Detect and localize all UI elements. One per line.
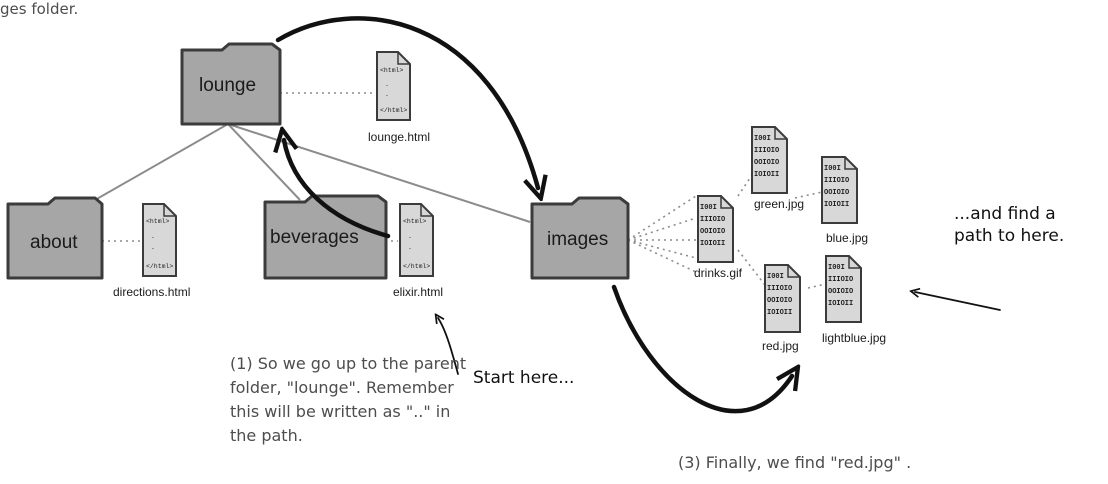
folder-label-beverages: beverages <box>270 227 359 248</box>
annotation-find-path: ...and find a path to here. <box>954 204 1065 246</box>
binary-row: IIIOIO <box>824 177 849 185</box>
pointer-arrows <box>438 292 1001 375</box>
arrow-to-lightblue <box>915 292 1001 311</box>
binary-row: OOIOIO <box>824 189 849 197</box>
binary-row: IIIOIO <box>828 276 853 284</box>
file-red-jpg: I00I IIIOIO OOIOIO IOIOII red.jpg <box>762 264 801 353</box>
top-note: ges folder. <box>0 0 78 18</box>
file-label-green-jpg: green.jpg <box>754 197 804 211</box>
binary-row: OOIOIO <box>828 288 853 296</box>
html-close-tag: </html> <box>146 263 173 270</box>
folder-about: about <box>6 196 104 280</box>
folder-images: images <box>530 196 630 280</box>
html-open-tag: <html> <box>380 67 404 74</box>
folder-label-lounge: lounge <box>199 75 256 96</box>
file-green-jpg: I00I IIIOIO OOIOIO IOIOII green.jpg <box>751 126 804 211</box>
binary-row: I00I <box>754 135 771 143</box>
html-close-tag: </html> <box>403 263 430 270</box>
folder-beverages: beverages <box>263 194 388 280</box>
file-label-lightblue-jpg: lightblue.jpg <box>822 331 886 345</box>
svg-text:.: . <box>151 233 155 240</box>
file-label-elixir-html: elixir.html <box>393 285 443 299</box>
binary-row: IOIOII <box>754 171 779 179</box>
file-label-drinks-gif: drinks.gif <box>694 266 743 280</box>
binary-row: IOIOII <box>828 300 853 308</box>
binary-row: IOIOII <box>767 309 792 317</box>
file-drinks-gif: I00I IIIOIO OOIOIO IOIOII drinks.gif <box>694 195 743 280</box>
binary-row: I00I <box>700 204 717 212</box>
binary-row: I00I <box>824 165 841 173</box>
annotation-step1: (1) So we go up to the parent folder, "l… <box>230 354 467 445</box>
binary-row: IOIOII <box>824 201 849 209</box>
file-connectors <box>102 92 827 289</box>
file-label-blue-jpg: blue.jpg <box>826 231 868 245</box>
svg-text:.: . <box>408 233 412 240</box>
folder-label-about: about <box>30 232 78 253</box>
file-blue-jpg: I00I IIIOIO OOIOIO IOIOII blue.jpg <box>821 156 868 245</box>
folder-lounge: lounge <box>180 42 282 126</box>
html-close-tag: </html> <box>380 107 407 114</box>
binary-row: I00I <box>767 273 784 281</box>
binary-row: OOIOIO <box>754 159 779 167</box>
svg-text:.: . <box>385 91 389 98</box>
file-label-red-jpg: red.jpg <box>762 339 799 353</box>
arrow-lounge-to-images <box>275 16 538 188</box>
svg-text:.: . <box>385 81 389 88</box>
arrow-up-to-lounge <box>284 140 391 239</box>
arrow-start-here <box>438 318 459 375</box>
html-open-tag: <html> <box>146 218 170 225</box>
file-elixir-html: <html> .. </html> elixir.html <box>393 203 443 299</box>
arrow-images-to-red <box>611 284 792 414</box>
folder-label-images: images <box>547 229 608 250</box>
file-label-directions-html: directions.html <box>113 285 190 299</box>
binary-row: OOIOIO <box>767 297 792 305</box>
path-arrows <box>275 16 792 414</box>
binary-row: OOIOIO <box>700 228 725 236</box>
file-directions-html: <html> .. </html> directions.html <box>113 203 190 299</box>
file-lightblue-jpg: I00I IIIOIO OOIOIO IOIOII lightblue.jpg <box>822 255 886 345</box>
html-open-tag: <html> <box>403 218 427 225</box>
binary-row: IIIOIO <box>700 216 725 224</box>
file-label-lounge-html: lounge.html <box>368 130 430 144</box>
binary-row: IIIOIO <box>767 285 792 293</box>
svg-text:.: . <box>151 244 155 251</box>
binary-row: IIIOIO <box>754 147 779 155</box>
annotation-start-here: Start here... <box>473 368 575 388</box>
binary-row: I00I <box>828 264 845 272</box>
annotation-step3: (3) Finally, we find "red.jpg" . <box>678 453 912 472</box>
svg-text:.: . <box>408 244 412 251</box>
file-lounge-html: <html> .. </html> lounge.html <box>368 51 430 144</box>
binary-row: IOIOII <box>700 240 725 248</box>
